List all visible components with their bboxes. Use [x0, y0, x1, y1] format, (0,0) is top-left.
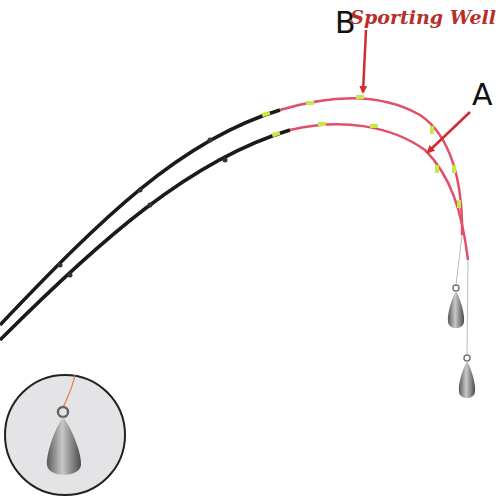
callout-letter: A: [472, 80, 493, 110]
watermark: Sporting Well: [350, 8, 496, 27]
